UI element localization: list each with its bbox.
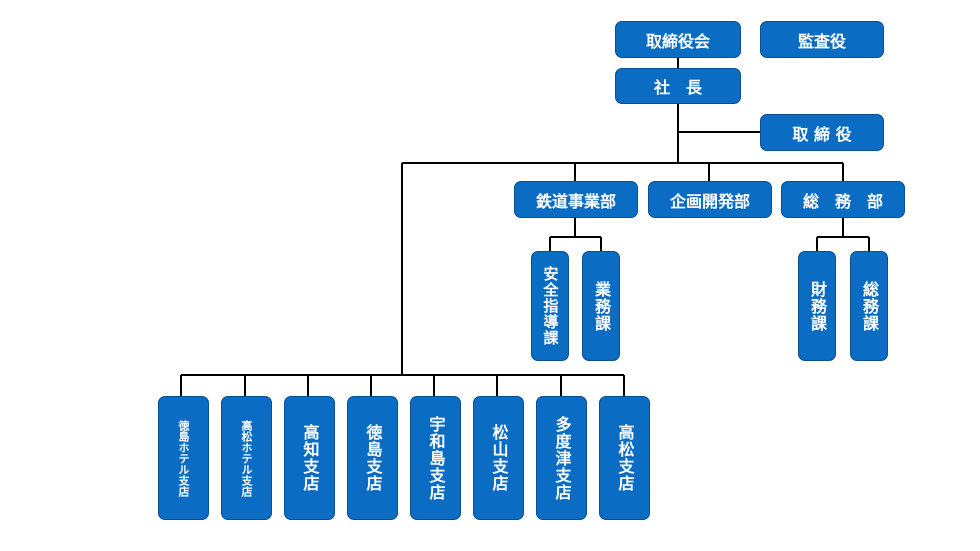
safety-guidance-section-box: 安全指導課	[531, 251, 569, 361]
branch-box: 松山支店	[473, 396, 524, 520]
planning-department-label: 企画開発部	[669, 191, 750, 211]
safety-guidance-section-label: 安全指導課	[541, 266, 560, 346]
branch-label: 高松支店	[615, 424, 635, 492]
branch-box: 高知支店	[284, 396, 335, 520]
branch-label: 多度津支店	[552, 415, 572, 501]
auditor-label: 監査役	[797, 31, 846, 51]
president-box: 社 長	[615, 68, 741, 104]
operations-section-label: 業務課	[592, 280, 611, 332]
finance-section-box: 財務課	[798, 251, 836, 361]
president-label: 社 長	[653, 78, 702, 97]
branch-label: 宇和島支店	[426, 415, 446, 501]
director-box: 取 締 役	[760, 114, 884, 151]
auditor-box: 監査役	[760, 21, 884, 58]
branch-label: 徳島ホテル支店	[177, 419, 190, 497]
board-of-directors-box: 取締役会	[615, 21, 741, 58]
branch-box: 宇和島支店	[410, 396, 461, 520]
general-section-label: 総務課	[860, 280, 879, 332]
branch-label: 松山支店	[489, 424, 509, 492]
branch-box: 徳島支店	[347, 396, 398, 520]
branch-box: 高松支店	[599, 396, 650, 520]
general-affairs-department-box: 総 務 部	[781, 181, 905, 218]
railway-department-box: 鉄道事業部	[514, 181, 638, 218]
planning-department-box: 企画開発部	[648, 181, 772, 218]
branch-box: 徳島ホテル支店	[158, 396, 209, 520]
branch-box: 高松ホテル支店	[221, 396, 272, 520]
branch-label: 高松ホテル支店	[240, 419, 253, 497]
operations-section-box: 業務課	[582, 251, 620, 361]
branch-label: 徳島支店	[363, 424, 383, 492]
director-label: 取 締 役	[792, 124, 852, 144]
general-affairs-department-label: 総 務 部	[802, 191, 883, 211]
branch-box: 多度津支店	[536, 396, 587, 520]
branch-label: 高知支店	[300, 424, 320, 492]
board-of-directors-label: 取締役会	[645, 31, 710, 51]
railway-department-label: 鉄道事業部	[535, 191, 616, 211]
finance-section-label: 財務課	[808, 280, 827, 332]
general-section-box: 総務課	[850, 251, 888, 361]
